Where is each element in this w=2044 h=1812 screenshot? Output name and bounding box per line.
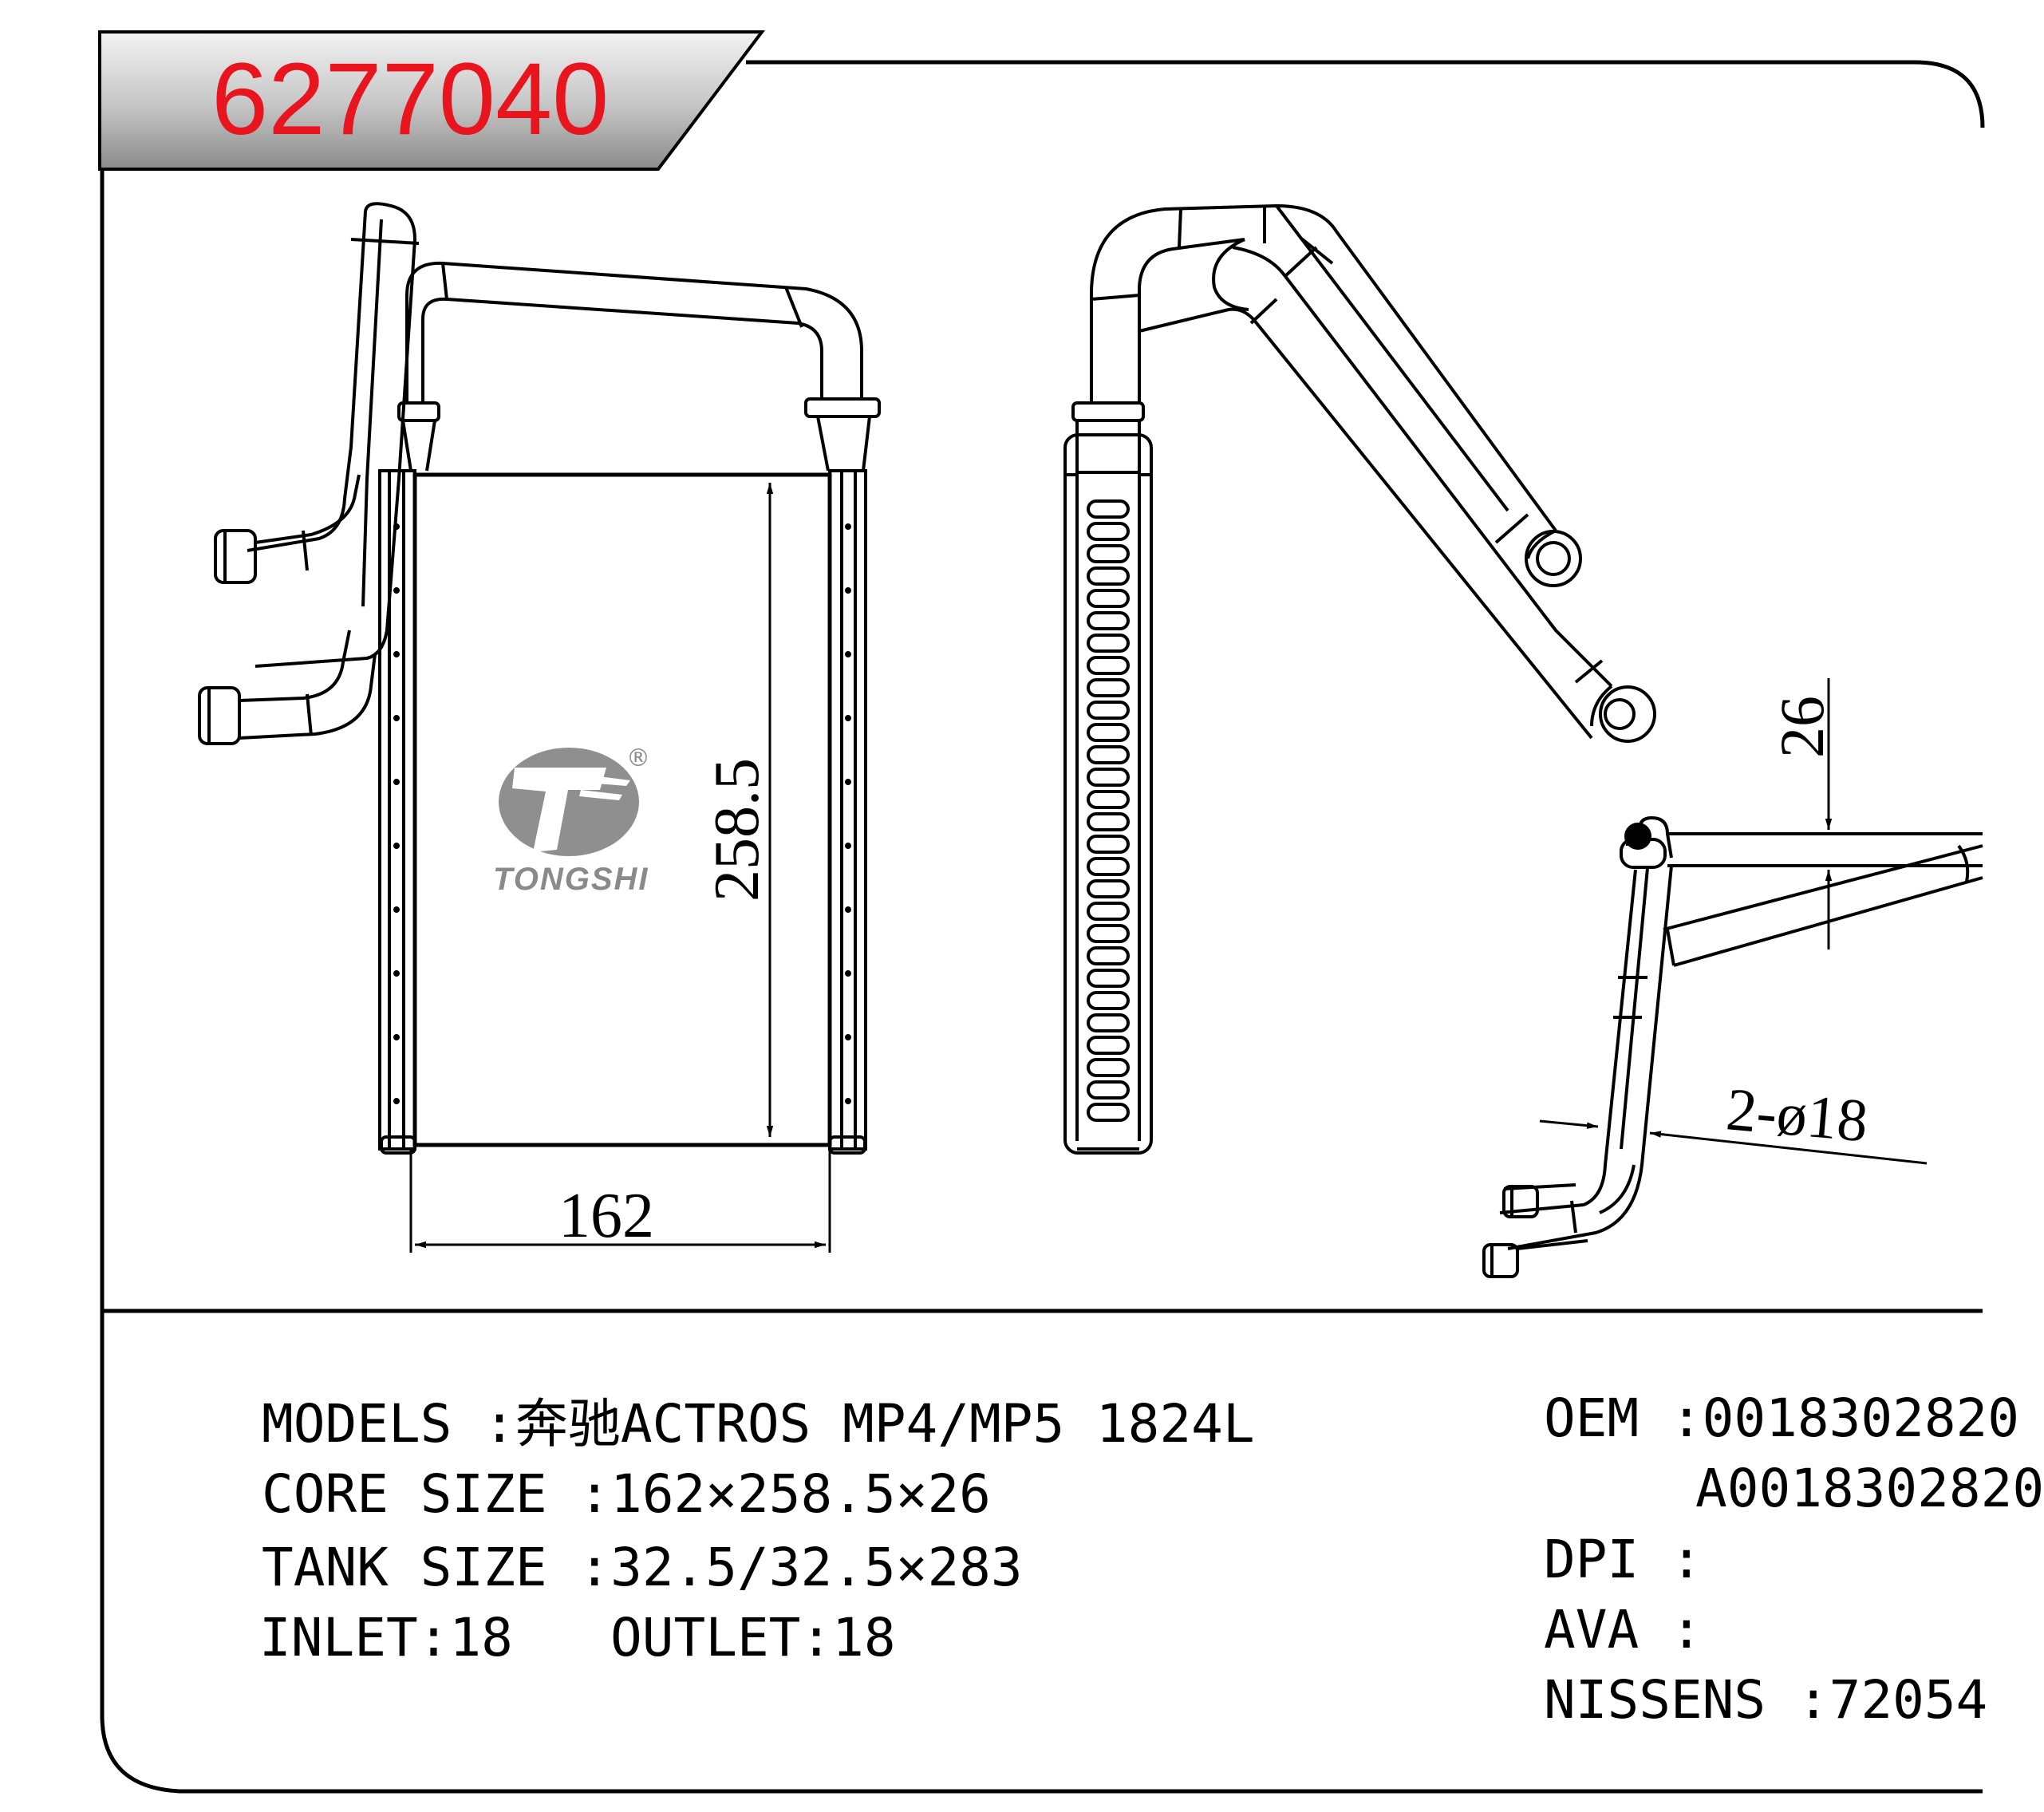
spec-core-size: CORE SIZE :162×258.5×26 <box>262 1463 991 1525</box>
ref-dpi: DPI : <box>1544 1529 1703 1590</box>
ref-oem: OEM :0018302820 <box>1544 1388 2020 1449</box>
pipe-dim-label: 2-ø18 <box>1724 1076 1871 1155</box>
spec-models: MODELS :奔驰ACTROS MP4/MP5 1824L <box>262 1393 1255 1455</box>
spec-inlet: INLET:18 <box>259 1607 513 1668</box>
width-dim-label: 162 <box>558 1181 654 1251</box>
ref-nissens: NISSENS :72054 <box>1544 1669 1988 1731</box>
spec-outlet: OUTLET:18 <box>610 1607 896 1668</box>
tube-slots <box>1087 499 1130 1122</box>
top-view <box>1482 815 1983 1278</box>
thickness-dim-label: 26 <box>1767 696 1837 758</box>
part-number-banner: 6277040 <box>98 30 766 171</box>
drawing-sheet: 6277040 <box>98 30 1985 1794</box>
front-view <box>198 202 881 1155</box>
technical-drawing: 6277040 <box>98 30 1985 1794</box>
logo-brand-text: TONGSHI <box>493 862 649 897</box>
logo-registered-mark: ® <box>626 744 650 772</box>
part-number: 6277040 <box>211 42 609 156</box>
height-dimension: 258.5 <box>702 483 774 1137</box>
height-dim-label: 258.5 <box>702 758 772 902</box>
side-view <box>1063 203 1656 1155</box>
width-dimension: 162 <box>409 1149 831 1253</box>
ref-ava: AVA : <box>1544 1599 1703 1660</box>
tongshi-logo-icon <box>499 748 639 856</box>
spec-tank-size: TANK SIZE :32.5/32.5×283 <box>262 1537 1023 1598</box>
pipe-diameter-dimension: 2-ø18 <box>1539 1076 1928 1165</box>
sheet-frame <box>100 60 1985 1794</box>
ref-oem-2: A0018302820 <box>1695 1458 2044 1519</box>
tongshi-logo: ® TONGSHI <box>493 744 650 897</box>
thickness-dimension: 26 <box>1767 678 1837 949</box>
